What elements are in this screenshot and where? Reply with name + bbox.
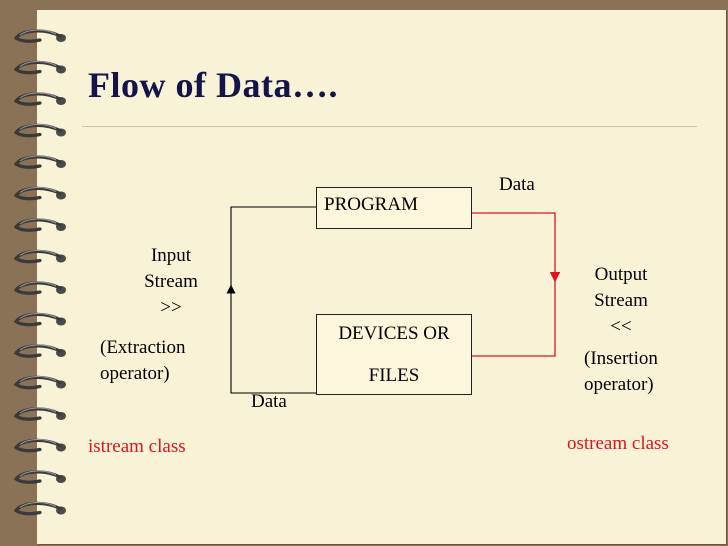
data-label-top: Data [499, 172, 535, 198]
input-flow-arrow-upper [231, 207, 316, 289]
input-flow-arrow [231, 289, 316, 393]
output-flow-arrow [470, 213, 555, 277]
output-flow-arrow-lower [470, 277, 555, 356]
program-box: PROGRAM [316, 187, 472, 229]
output-stream-line3: << [580, 314, 662, 340]
istream-class-label: istream class [88, 434, 186, 460]
ostream-class-label: ostream class [567, 431, 669, 457]
insertion-line1: (Insertion [584, 346, 658, 372]
extraction-line1: (Extraction [100, 335, 185, 361]
input-stream-line3: >> [130, 295, 212, 321]
input-stream-line1: Input [130, 243, 212, 269]
extraction-line2: operator) [100, 361, 185, 387]
input-stream-label: Input Stream >> [130, 243, 212, 321]
devices-box: DEVICES OR FILES [316, 314, 472, 395]
output-stream-line2: Stream [580, 288, 662, 314]
insertion-line2: operator) [584, 372, 658, 398]
data-label-bottom: Data [251, 389, 287, 415]
input-stream-line2: Stream [130, 269, 212, 295]
program-label: PROGRAM [324, 194, 418, 216]
output-stream-line1: Output [580, 262, 662, 288]
output-stream-label: Output Stream << [580, 262, 662, 340]
devices-label-line1: DEVICES OR [317, 323, 471, 345]
devices-label-line2: FILES [317, 365, 471, 387]
insertion-operator-label: (Insertion operator) [584, 346, 658, 398]
extraction-operator-label: (Extraction operator) [100, 335, 185, 387]
